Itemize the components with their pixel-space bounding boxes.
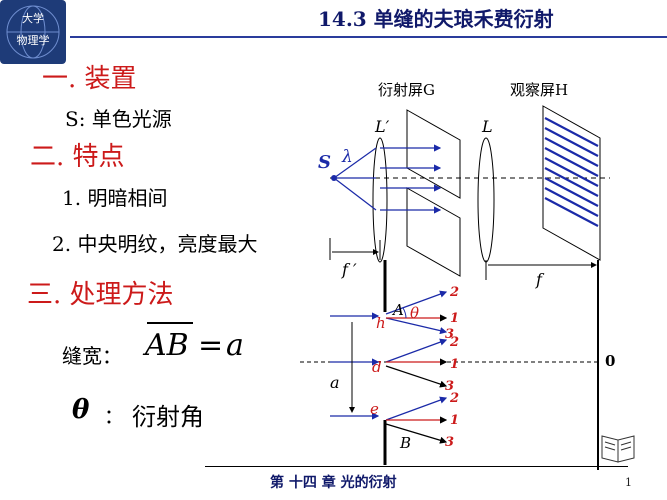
screen-h xyxy=(542,105,601,261)
ray-num-6: 3 xyxy=(445,379,454,394)
overline xyxy=(147,322,193,324)
footer-chapter: 第 十四 章 光的衍射 xyxy=(270,475,397,491)
ray-num-7: 2 xyxy=(449,391,459,406)
screen-g-lower xyxy=(406,187,461,277)
section-3-heading: 三. 处理方法 xyxy=(27,280,174,310)
ray-num-3: 3 xyxy=(445,327,454,342)
screen-g-label: 衍射屏G xyxy=(378,81,435,99)
globe-icon xyxy=(6,5,60,59)
logo-line-1: 大学 xyxy=(22,12,44,25)
f-prime-label: f ′ xyxy=(341,260,357,279)
screen-g-upper xyxy=(406,109,461,199)
section-1-item-1: S: 单色光源 xyxy=(65,107,172,131)
lambda-label: λ xyxy=(341,147,353,167)
section-2-item-1: 1. 明暗相间 xyxy=(62,186,168,210)
formula-ab: AB xyxy=(145,328,189,363)
page-title: 14.3 单缝的夫琅禾费衍射 xyxy=(318,7,554,31)
formula-a: a xyxy=(226,328,244,363)
zero-label: 0 xyxy=(605,352,615,370)
section-1-heading: 一. 装置 xyxy=(42,64,137,94)
theta-symbol: θ xyxy=(72,395,90,425)
lens-l-label: L xyxy=(481,117,493,136)
point-a-label: A xyxy=(391,301,404,319)
point-d-label: d xyxy=(372,358,382,376)
theta-sep: ： xyxy=(104,404,124,428)
slit-width-label: 缝宽： xyxy=(62,344,122,368)
ray-num-4: 2 xyxy=(449,335,459,350)
footer-divider xyxy=(205,466,628,467)
screen-h-label: 观察屏H xyxy=(510,81,568,99)
lens-l-prime-label: L′ xyxy=(374,117,390,136)
ray-num-9: 3 xyxy=(445,435,454,450)
diffraction-diagram: 衍射屏G 观察屏H L′ L S λ f ′ f xyxy=(300,81,615,470)
fringe-pattern xyxy=(544,117,599,227)
point-e-label: e xyxy=(370,400,379,418)
book-icon[interactable] xyxy=(598,428,640,466)
page-number: 1 xyxy=(625,476,632,489)
point-h-label: h xyxy=(376,314,386,332)
theta-label: 衍射角 xyxy=(132,403,204,431)
ray-num-1: 2 xyxy=(449,285,459,300)
theta-angle-label: θ xyxy=(410,304,419,322)
source-s-label: S xyxy=(318,152,331,173)
ray-num-8: 1 xyxy=(450,413,459,428)
logo-line-2: 物理学 xyxy=(16,34,50,47)
width-a-label: a xyxy=(330,373,340,392)
point-b-label: B xyxy=(399,434,411,452)
lens-l xyxy=(477,137,495,263)
section-2-heading: 二. 特点 xyxy=(30,142,125,172)
formula-eq: = xyxy=(198,328,224,363)
lens-l-prime xyxy=(372,137,388,263)
logo: 大学 物理学 xyxy=(0,0,66,64)
title-divider xyxy=(70,36,667,38)
ray-num-5: 1 xyxy=(450,357,459,372)
section-2-item-2: 2. 中央明纹，亮度最大 xyxy=(52,232,258,256)
f-label: f xyxy=(535,270,545,289)
ray-num-2: 1 xyxy=(450,311,459,326)
